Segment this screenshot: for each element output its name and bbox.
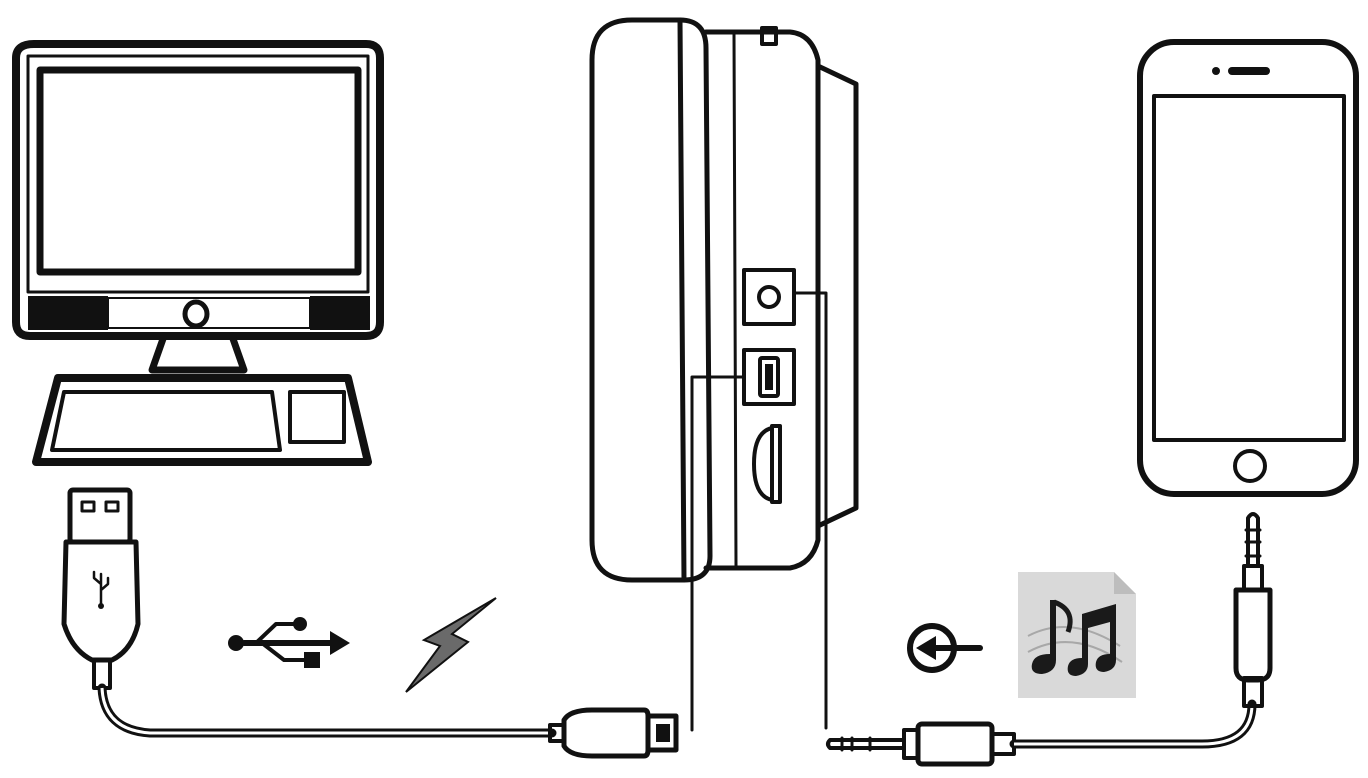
usb-plug-pin-right bbox=[104, 500, 120, 513]
keyboard-trackpad bbox=[288, 390, 346, 444]
monitor-stand bbox=[148, 332, 248, 374]
3-5mm-audio-plug-icon bbox=[1233, 512, 1273, 708]
usb-trident-icon bbox=[228, 617, 350, 668]
audio-plug-right-collar bbox=[1242, 564, 1264, 592]
usb-plug-pin-left bbox=[80, 500, 96, 513]
usb-plug-metal bbox=[67, 487, 133, 545]
music-note-one bbox=[1031, 600, 1056, 674]
phone-screen bbox=[1152, 94, 1346, 442]
audio-plug-left-tip bbox=[826, 738, 906, 750]
phone-body bbox=[1137, 39, 1359, 497]
music-file-fold bbox=[1114, 572, 1136, 594]
earcup-shell bbox=[703, 29, 821, 571]
lightning-bolt-icon bbox=[405, 597, 497, 693]
music-note-two bbox=[1067, 604, 1116, 676]
monitor-chin-center bbox=[107, 297, 311, 329]
tf-card-slot-icon bbox=[752, 424, 782, 504]
aux-guide-line bbox=[794, 291, 828, 730]
phone-home-button bbox=[1233, 449, 1267, 483]
phone-speaker bbox=[1228, 67, 1270, 75]
earcup-rear-plate bbox=[815, 63, 859, 529]
monitor-bezel bbox=[26, 54, 370, 294]
usb-a-plug-icon bbox=[61, 487, 141, 690]
smartphone-icon bbox=[1137, 39, 1359, 497]
music-file-icon bbox=[1018, 572, 1136, 698]
micro-usb-tip-notch bbox=[656, 724, 670, 742]
usb-cable-core bbox=[100, 687, 552, 735]
keyboard-keys bbox=[50, 390, 282, 452]
audio-cable bbox=[1009, 699, 1257, 749]
earcup-ring bbox=[677, 17, 713, 583]
headphone-earcup-side-icon bbox=[589, 17, 859, 583]
micro-usb-body bbox=[561, 707, 651, 759]
monitor-chin-left bbox=[28, 296, 108, 330]
audio-plug-right-body bbox=[1233, 587, 1273, 683]
micro-usb-port-icon bbox=[742, 348, 796, 406]
monitor-chin-right bbox=[310, 296, 370, 330]
monitor-frame bbox=[12, 40, 384, 340]
audio-input-arrow-icon bbox=[907, 623, 983, 673]
audio-cable-core bbox=[1014, 703, 1254, 746]
desktop-computer-icon bbox=[12, 40, 384, 466]
micro-usb-plug-icon bbox=[548, 707, 679, 759]
audio-jack-port-icon bbox=[742, 268, 796, 326]
keyboard-base bbox=[32, 374, 372, 466]
earcup-top-tab bbox=[760, 26, 778, 46]
monitor-screen bbox=[36, 66, 362, 276]
earcup-seam bbox=[732, 32, 738, 568]
micro-usb-guide-line bbox=[690, 375, 744, 732]
phone-camera bbox=[1212, 67, 1220, 75]
audio-plug-left-body bbox=[915, 721, 995, 767]
usb-trident-small-icon bbox=[92, 570, 110, 609]
monitor-logo-button bbox=[182, 299, 210, 329]
usb-cable bbox=[97, 683, 557, 738]
3-5mm-audio-plug-left-icon bbox=[826, 721, 1016, 767]
micro-usb-tip bbox=[645, 713, 679, 753]
audio-plug-right-tip bbox=[1246, 512, 1260, 568]
earcup-cushion bbox=[589, 17, 687, 583]
